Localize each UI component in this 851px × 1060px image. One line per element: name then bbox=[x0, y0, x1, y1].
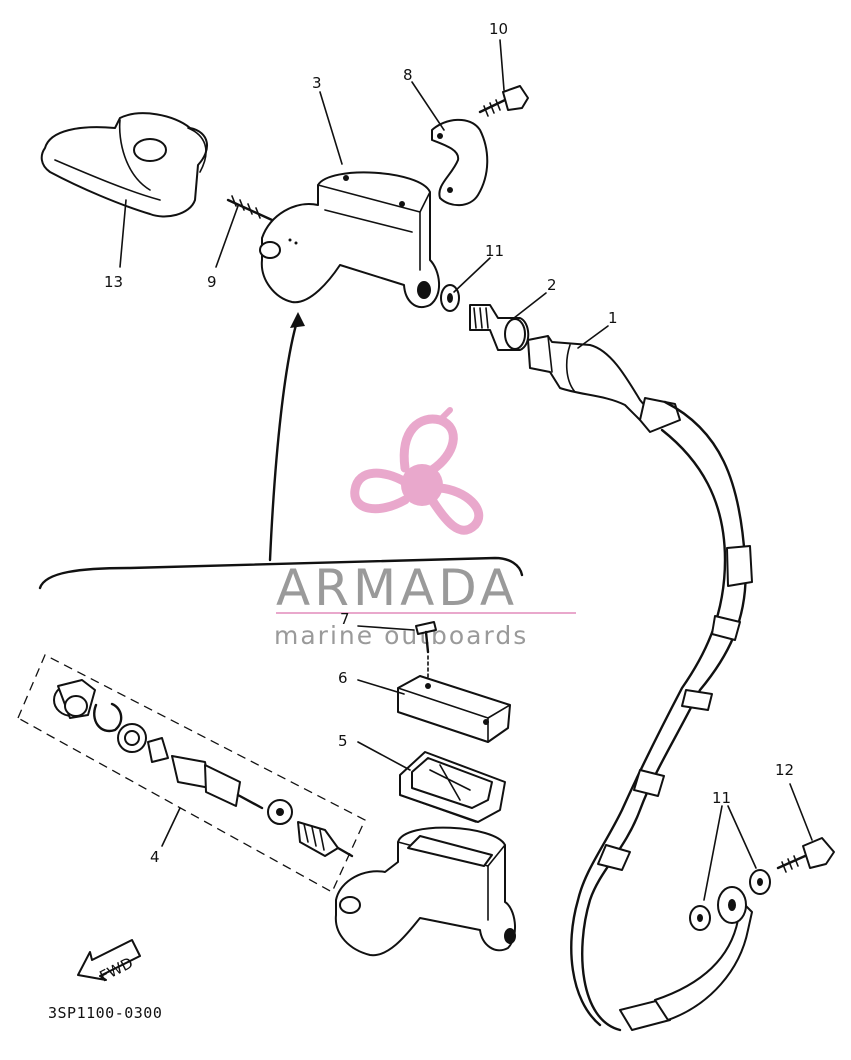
part-13-boot-cover bbox=[40, 112, 208, 218]
callout-11-bottom: 11 bbox=[712, 789, 731, 807]
callout-leaders bbox=[119, 39, 813, 901]
callout-10: 10 bbox=[489, 20, 508, 38]
part-7-screw bbox=[415, 621, 437, 685]
callout-7: 7 bbox=[340, 610, 350, 628]
callout-12: 12 bbox=[775, 761, 794, 779]
armada-watermark: ARMADA marine outboards bbox=[274, 407, 576, 650]
part-11-washers-bottom bbox=[689, 869, 771, 931]
callout-9: 9 bbox=[207, 273, 217, 291]
callout-13: 13 bbox=[104, 273, 123, 291]
callout-5: 5 bbox=[338, 732, 348, 750]
callout-11-top: 11 bbox=[485, 242, 504, 260]
callout-6: 6 bbox=[338, 669, 348, 687]
assembly-bracket bbox=[38, 312, 524, 590]
part-12-union-bolt bbox=[776, 837, 835, 873]
part-3-master-cylinder bbox=[259, 171, 440, 308]
callout-1: 1 bbox=[608, 309, 618, 327]
part-4-piston-kit bbox=[17, 654, 366, 893]
watermark-tagline: marine outboards bbox=[274, 621, 528, 650]
part-6-reservoir-cap bbox=[397, 675, 511, 743]
propeller-logo-icon bbox=[350, 407, 484, 535]
part-9-pin bbox=[226, 195, 274, 222]
callout-4: 4 bbox=[150, 848, 160, 866]
part-code: 3SP1100-0300 bbox=[48, 1004, 162, 1022]
callout-8: 8 bbox=[403, 66, 413, 84]
callout-3: 3 bbox=[312, 74, 322, 92]
watermark-brand: ARMADA bbox=[276, 559, 518, 617]
callout-2: 2 bbox=[547, 276, 557, 294]
fwd-arrow-icon: FWD bbox=[77, 939, 141, 986]
part-8-clamp bbox=[431, 118, 489, 207]
master-cylinder-bottom bbox=[334, 826, 516, 957]
part-5-diaphragm bbox=[399, 751, 506, 823]
part-10-bolt bbox=[478, 85, 529, 117]
part-2-union-bolt bbox=[469, 304, 530, 351]
part-1-hose bbox=[527, 335, 753, 1032]
